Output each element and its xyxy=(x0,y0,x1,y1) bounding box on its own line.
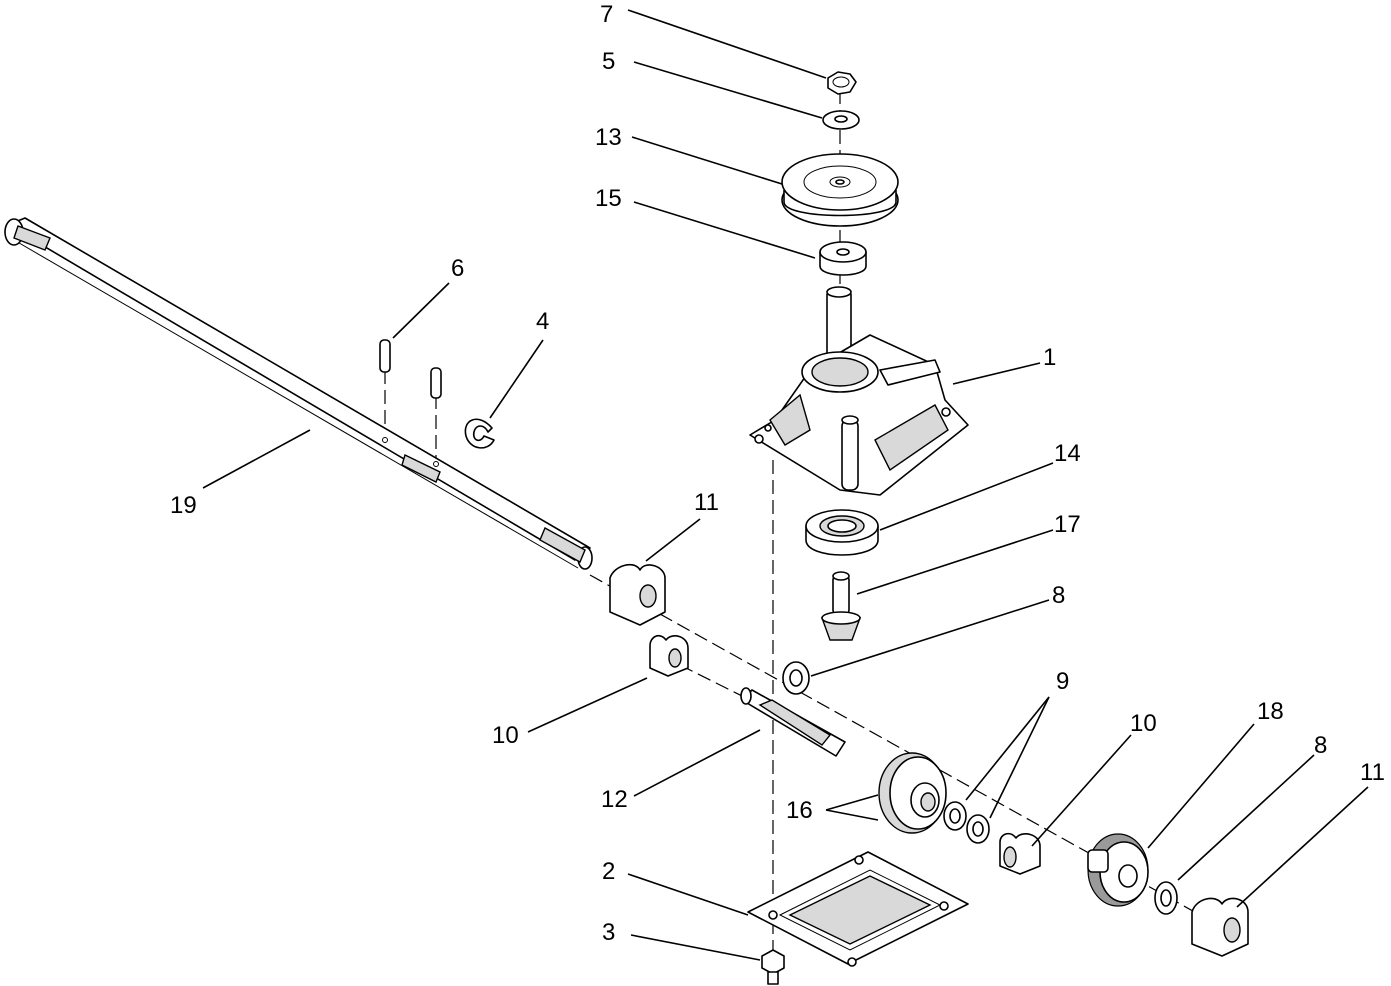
flat-washer xyxy=(822,110,860,130)
callout-6: 6 xyxy=(451,255,464,282)
drive-shaft xyxy=(740,687,846,757)
callout-11-lower: 11 xyxy=(1360,759,1385,786)
pinion-gear xyxy=(821,571,861,641)
callout-4: 4 xyxy=(536,308,549,335)
callout-7: 7 xyxy=(600,1,613,28)
leader-lines xyxy=(202,9,1369,961)
callout-3: 3 xyxy=(602,919,615,946)
drive-pulley xyxy=(781,153,899,227)
callout-8-upper: 8 xyxy=(1052,582,1065,609)
cover-screw xyxy=(761,949,785,985)
callout-16: 16 xyxy=(786,797,813,824)
bushing-right xyxy=(1191,897,1249,957)
callout-numbers: 7 5 13 15 6 4 1 19 11 14 17 8 9 10 10 18… xyxy=(170,1,1385,946)
callout-2: 2 xyxy=(602,858,615,885)
callout-10-right: 10 xyxy=(1130,710,1157,737)
ball-bearing xyxy=(805,509,879,556)
callout-1: 1 xyxy=(1043,344,1056,371)
gear-case-cover xyxy=(747,851,969,967)
callout-10-left: 10 xyxy=(492,722,519,749)
callout-19: 19 xyxy=(170,492,197,519)
callout-8-lower: 8 xyxy=(1314,732,1327,759)
callout-17: 17 xyxy=(1054,511,1081,538)
half-bushing-right xyxy=(999,832,1041,875)
callout-14: 14 xyxy=(1054,440,1081,467)
callout-18: 18 xyxy=(1257,698,1284,725)
gear-case-housing xyxy=(749,286,969,496)
axle-shaft xyxy=(4,217,593,570)
hex-nut xyxy=(827,71,857,95)
callout-11-upper: 11 xyxy=(694,489,719,516)
callout-9: 9 xyxy=(1056,668,1069,695)
bushing-left xyxy=(609,563,666,626)
idler-gear xyxy=(1087,833,1149,907)
e-clip xyxy=(464,418,495,449)
callout-12: 12 xyxy=(601,786,628,813)
callout-15: 15 xyxy=(595,185,622,212)
gear-washers xyxy=(943,801,990,844)
roll-pin xyxy=(379,339,442,399)
callout-5: 5 xyxy=(602,48,615,75)
pulley-spacer xyxy=(819,241,867,276)
thrust-washer-lower xyxy=(1154,881,1178,915)
drive-gear xyxy=(878,752,947,834)
half-bushing-left xyxy=(649,634,689,677)
callout-13: 13 xyxy=(595,124,622,151)
thrust-washer-upper xyxy=(782,661,810,695)
